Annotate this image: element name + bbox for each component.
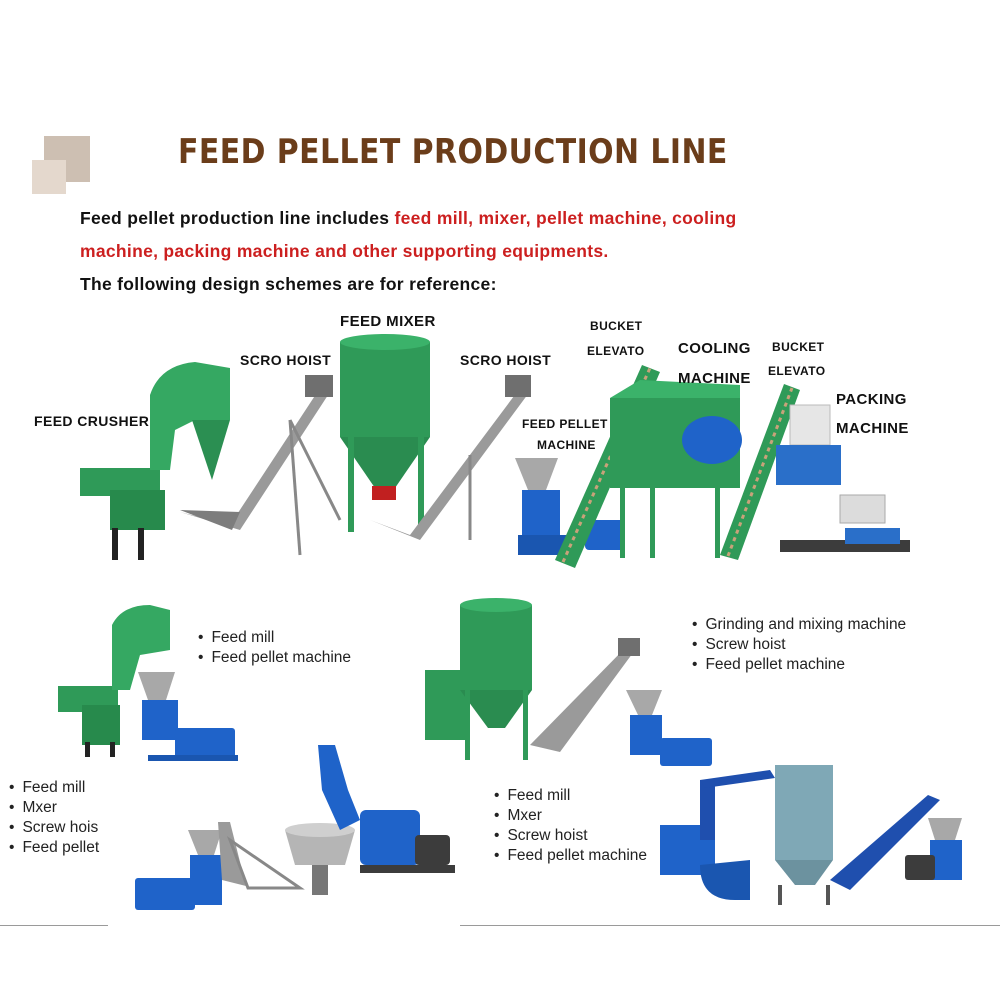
screw-hoist-2 <box>370 375 531 540</box>
list-item: Screw hoist <box>494 826 647 846</box>
list-item: Screw hoist <box>692 635 906 655</box>
scheme-d-machines <box>660 765 962 905</box>
list-item: Feed mill <box>9 778 99 798</box>
label-feed-crusher: FEED CRUSHER <box>34 413 150 429</box>
intro-line3: The following design schemes are for ref… <box>80 274 497 294</box>
list-item: Feed pellet machine <box>198 648 351 668</box>
scheme-b-list: Grinding and mixing machine Screw hoist … <box>692 615 906 675</box>
label-bucket-elevator-1b: ELEVATO <box>587 344 645 358</box>
list-item: Mxer <box>494 806 647 826</box>
list-item: Screw hois <box>9 818 99 838</box>
scheme-c-list: Feed mill Mxer Screw hois Feed pellet <box>9 778 99 858</box>
label-bucket-elevator-2b: ELEVATO <box>768 364 826 378</box>
label-packing-a: PACKING <box>836 391 907 408</box>
feed-crusher-machine <box>80 362 230 560</box>
list-item: Feed pellet machine <box>692 655 906 675</box>
scheme-c-machines <box>135 745 455 910</box>
label-feed-mixer: FEED MIXER <box>340 313 436 330</box>
list-item: Feed pellet <box>9 838 99 858</box>
label-feed-pellet-b: MACHINE <box>537 438 596 452</box>
label-feed-pellet-a: FEED PELLET <box>522 417 608 431</box>
cooling-machine <box>610 380 742 558</box>
bucket-elevator-2 <box>720 384 800 560</box>
list-item: Grinding and mixing machine <box>692 615 906 635</box>
label-scro-hoist-1: SCRO HOIST <box>240 352 332 368</box>
intro-line1-black: Feed pellet production line includes <box>80 208 395 228</box>
list-item: Mxer <box>9 798 99 818</box>
label-scro-hoist-2: SCRO HOIST <box>460 352 552 368</box>
intro-line1-red: feed mill, mixer, pellet machine, coolin… <box>394 208 737 228</box>
scheme-a-list: Feed mill Feed pellet machine <box>198 628 351 668</box>
label-bucket-elevator-2a: BUCKET <box>772 340 825 354</box>
screw-hoist-1 <box>180 375 342 556</box>
list-item: Feed pellet machine <box>494 846 647 866</box>
scheme-a-machines <box>58 605 238 761</box>
decor-square-small <box>32 160 66 194</box>
intro-text: Feed pellet production line includes fee… <box>80 202 900 301</box>
divider-right <box>460 925 1000 926</box>
feed-mixer-machine <box>340 334 430 532</box>
page-title: FEED PELLET PRODUCTION LINE <box>178 132 728 172</box>
label-cooling-b: MACHINE <box>678 370 751 387</box>
intro-line2-red: machine, packing machine and other suppo… <box>80 241 609 261</box>
list-item: Feed mill <box>494 786 647 806</box>
feed-pellet-machine <box>515 458 625 555</box>
divider-left <box>0 925 108 926</box>
label-cooling-a: COOLING <box>678 340 751 357</box>
scheme-d-list: Feed mill Mxer Screw hoist Feed pellet m… <box>494 786 647 866</box>
scheme-b-machines <box>425 598 712 766</box>
label-bucket-elevator-1a: BUCKET <box>590 319 643 333</box>
packing-machine <box>776 404 910 552</box>
list-item: Feed mill <box>198 628 351 648</box>
label-packing-b: MACHINE <box>836 420 909 437</box>
